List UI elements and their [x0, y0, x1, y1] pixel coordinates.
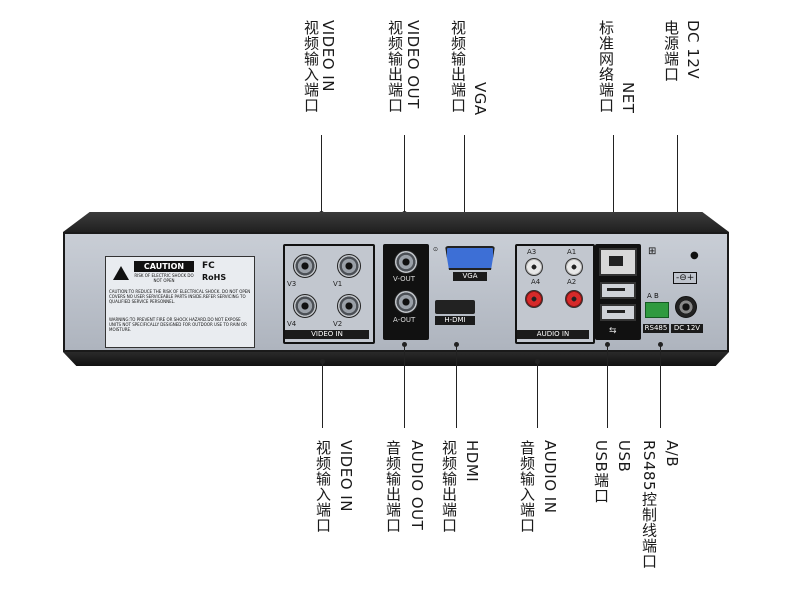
dc-polarity-icon: -⊖+: [673, 272, 698, 284]
top-label-video-in-cn: 视频输入端口: [302, 20, 320, 113]
label-a2: A2: [567, 278, 577, 286]
leader-top-video-in: [319, 135, 324, 216]
bottom-label-audio-out-cn: 音频输出端口: [384, 440, 402, 533]
bottom-label-video-in: VIDEO IN: [337, 440, 355, 512]
warning-text: WARNING:TO PREVENT FIRE OR SHOCK HAZARD.…: [109, 317, 247, 332]
caution-subtitle: RISK OF ELECTRIC SHOCK DO NOT OPEN: [134, 273, 194, 283]
rca-a1[interactable]: [565, 258, 583, 276]
bottom-label-audio-in-cn: 音频输入端口: [518, 440, 536, 533]
bnc-v4[interactable]: [293, 294, 317, 318]
chassis-top: [63, 212, 729, 232]
vga-port[interactable]: [445, 246, 495, 270]
label-v4: V4: [287, 320, 297, 328]
leader-bottom-usb: [605, 342, 610, 428]
chassis-bottom: [63, 352, 729, 366]
label-a4: A4: [531, 278, 541, 286]
dc-jack[interactable]: [675, 296, 697, 318]
caution-label: CAUTION RISK OF ELECTRIC SHOCK DO NOT OP…: [105, 256, 255, 348]
bnc-v-out[interactable]: [394, 250, 418, 274]
usb-port-2[interactable]: [600, 304, 636, 321]
bnc-v1[interactable]: [337, 254, 361, 278]
leader-bottom-hdmi: [454, 342, 459, 428]
video-in-bar: VIDEO IN: [285, 330, 369, 339]
label-dc: DC 12V: [671, 324, 703, 333]
bottom-label-audio-in: AUDIO IN: [541, 440, 559, 514]
top-label-dc-cn: 电源端口: [662, 20, 680, 82]
rs485-terminal[interactable]: [645, 302, 669, 318]
screw-icon: ⊙: [433, 246, 439, 253]
rca-a3[interactable]: [525, 258, 543, 276]
top-label-dc: DC 12V: [684, 20, 702, 80]
rca-a2[interactable]: [565, 290, 583, 308]
dvr-rear-panel: CAUTION RISK OF ELECTRIC SHOCK DO NOT OP…: [63, 212, 729, 372]
label-a3: A3: [527, 248, 537, 256]
chassis-rear: CAUTION RISK OF ELECTRIC SHOCK DO NOT OP…: [63, 232, 729, 352]
leader-bottom-audio-in: [535, 359, 540, 428]
net-usb-block: ⇆: [595, 244, 641, 340]
rca-a4[interactable]: [525, 290, 543, 308]
top-label-video-out-cn: 视频输出端口: [386, 20, 404, 113]
bnc-v2[interactable]: [337, 294, 361, 318]
video-in-block: V3 V1 V4 V2 VIDEO IN: [283, 244, 375, 344]
bottom-label-rs485-cn: RS485控制线端口: [640, 440, 658, 569]
top-label-net: NET: [619, 82, 637, 114]
leader-top-video-out: [402, 135, 407, 216]
bottom-label-hdmi-cn: 视频输出端口: [440, 440, 458, 533]
label-rs485: RS485: [643, 324, 669, 333]
leader-bottom-rs485: [658, 342, 663, 428]
label-v2: V2: [333, 320, 343, 328]
top-label-vga: VGA: [471, 82, 489, 116]
label-a-out: A-OUT: [393, 316, 416, 324]
av-out-block: V-OUT A-OUT: [383, 244, 429, 340]
bnc-v3[interactable]: [293, 254, 317, 278]
label-rs485-ab: A B: [647, 292, 659, 300]
bottom-label-usb: USB: [615, 440, 633, 473]
label-v-out: V-OUT: [393, 275, 416, 283]
usb-icon: ⇆: [609, 326, 617, 336]
bottom-label-audio-out: AUDIO OUT: [408, 440, 426, 531]
bottom-label-ab: A/B: [663, 440, 681, 468]
rohs-mark: RoHS: [202, 273, 227, 282]
leader-bottom-video-in: [320, 359, 325, 428]
bnc-a-out[interactable]: [394, 290, 418, 314]
top-label-video-in: VIDEO IN: [319, 20, 337, 92]
bottom-label-usb-cn: USB端口: [592, 440, 610, 504]
fc-mark: FC: [202, 261, 215, 271]
top-label-video-out: VIDEO OUT: [404, 20, 422, 109]
bottom-label-video-in-cn: 视频输入端口: [314, 440, 332, 533]
top-label-vga-cn: 视频输出端口: [449, 20, 467, 113]
warning-triangle-icon: [113, 266, 129, 280]
network-icon: ⊞: [648, 246, 657, 257]
ground-icon: ●: [690, 250, 699, 261]
caution-text: CAUTION:TO REDUCE THE RISK OF ELECTRICAL…: [109, 289, 251, 304]
label-hdmi: H-DMI: [435, 316, 475, 325]
ethernet-port[interactable]: [599, 248, 637, 276]
caution-title: CAUTION: [134, 261, 194, 272]
label-a1: A1: [567, 248, 577, 256]
audio-in-bar: AUDIO IN: [517, 330, 589, 339]
label-v1: V1: [333, 280, 343, 288]
leader-bottom-audio-out: [402, 342, 407, 428]
leader-top-dc: [675, 135, 680, 218]
audio-in-block: A3 A1 A4 A2 AUDIO IN: [515, 244, 595, 344]
label-v3: V3: [287, 280, 297, 288]
hdmi-port[interactable]: [435, 300, 475, 314]
top-label-net-cn: 标准网络端口: [597, 20, 615, 113]
label-vga: VGA: [453, 272, 487, 281]
bottom-label-hdmi: HDMI: [463, 440, 481, 483]
usb-port-1[interactable]: [600, 282, 636, 299]
